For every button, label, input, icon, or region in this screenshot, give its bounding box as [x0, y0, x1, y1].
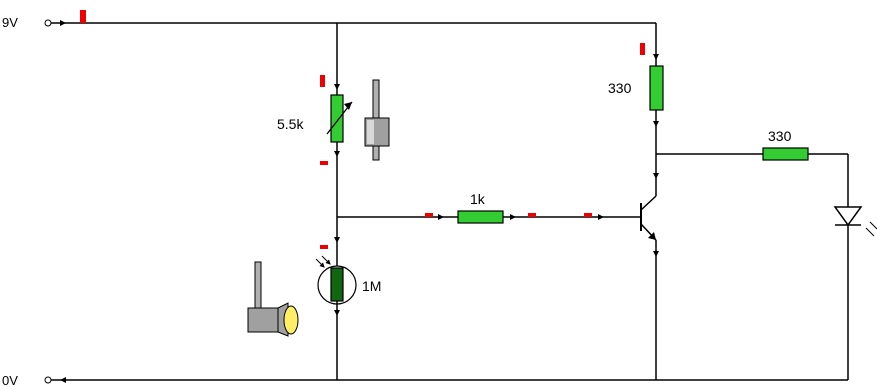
ldr-label: 1M — [362, 278, 381, 294]
current-arrow — [334, 310, 340, 316]
current-marker — [320, 75, 325, 87]
current-arrow — [334, 84, 340, 90]
led-icon[interactable] — [833, 206, 877, 237]
variable-resistor-label: 5.5k — [277, 116, 304, 132]
base-resistor[interactable] — [457, 210, 504, 224]
current-arrow — [438, 214, 444, 220]
slider-icon[interactable] — [364, 79, 390, 161]
collector-circuit: 330 — [608, 23, 664, 380]
current-marker — [320, 161, 328, 165]
current-arrow — [653, 54, 659, 60]
current-arrow — [60, 20, 66, 26]
current-marker — [640, 43, 645, 55]
led-circuit: 330 — [656, 128, 877, 380]
rail-9v-terminal[interactable] — [44, 19, 52, 27]
lamp-stand — [254, 261, 262, 313]
current-arrow — [60, 377, 66, 383]
current-arrow — [653, 173, 659, 179]
collector-resistor-label: 330 — [608, 80, 632, 96]
rail-0v-terminal[interactable] — [44, 376, 52, 384]
rail-0v-label: 0V — [2, 373, 18, 387]
transistor-collector-leg — [640, 195, 657, 211]
current-arrow — [334, 151, 340, 157]
npn-transistor-icon[interactable] — [640, 195, 657, 241]
current-marker — [584, 213, 592, 217]
base-resistor-label: 1k — [470, 191, 486, 207]
current-arrow — [653, 121, 659, 127]
rail-9v-label: 9V — [2, 15, 18, 30]
variable-resistor[interactable] — [330, 94, 344, 143]
led-resistor[interactable] — [762, 147, 809, 161]
emitter-arrow-icon — [648, 232, 656, 240]
slider-knob-highlight — [367, 120, 374, 144]
current-marker — [320, 245, 328, 249]
lamp-housing — [247, 307, 279, 333]
lamp-bulb — [283, 305, 299, 335]
led-resistor-label: 330 — [768, 128, 792, 144]
light-arrow-icon — [315, 258, 325, 268]
light-arrow-icon — [321, 255, 331, 265]
current-arrow — [598, 214, 604, 220]
current-marker — [528, 213, 536, 217]
ldr[interactable] — [330, 267, 344, 302]
arrow-head-icon — [344, 102, 352, 110]
current-arrow — [334, 237, 340, 243]
lamp-icon[interactable] — [247, 261, 299, 337]
current-marker — [425, 213, 433, 217]
potential-divider: 5.5k 1M — [277, 23, 381, 380]
led-light-arrow-icon — [865, 227, 875, 237]
current-arrow — [510, 214, 516, 220]
base-circuit: 1k — [337, 191, 640, 224]
collector-resistor[interactable] — [649, 65, 664, 111]
rail-9v: 9V — [2, 10, 656, 30]
current-arrow — [653, 251, 659, 257]
rail-0v: 0V — [2, 373, 848, 387]
led-light-arrow-icon — [869, 221, 877, 230]
current-marker — [80, 10, 86, 23]
led-triangle — [833, 206, 863, 227]
